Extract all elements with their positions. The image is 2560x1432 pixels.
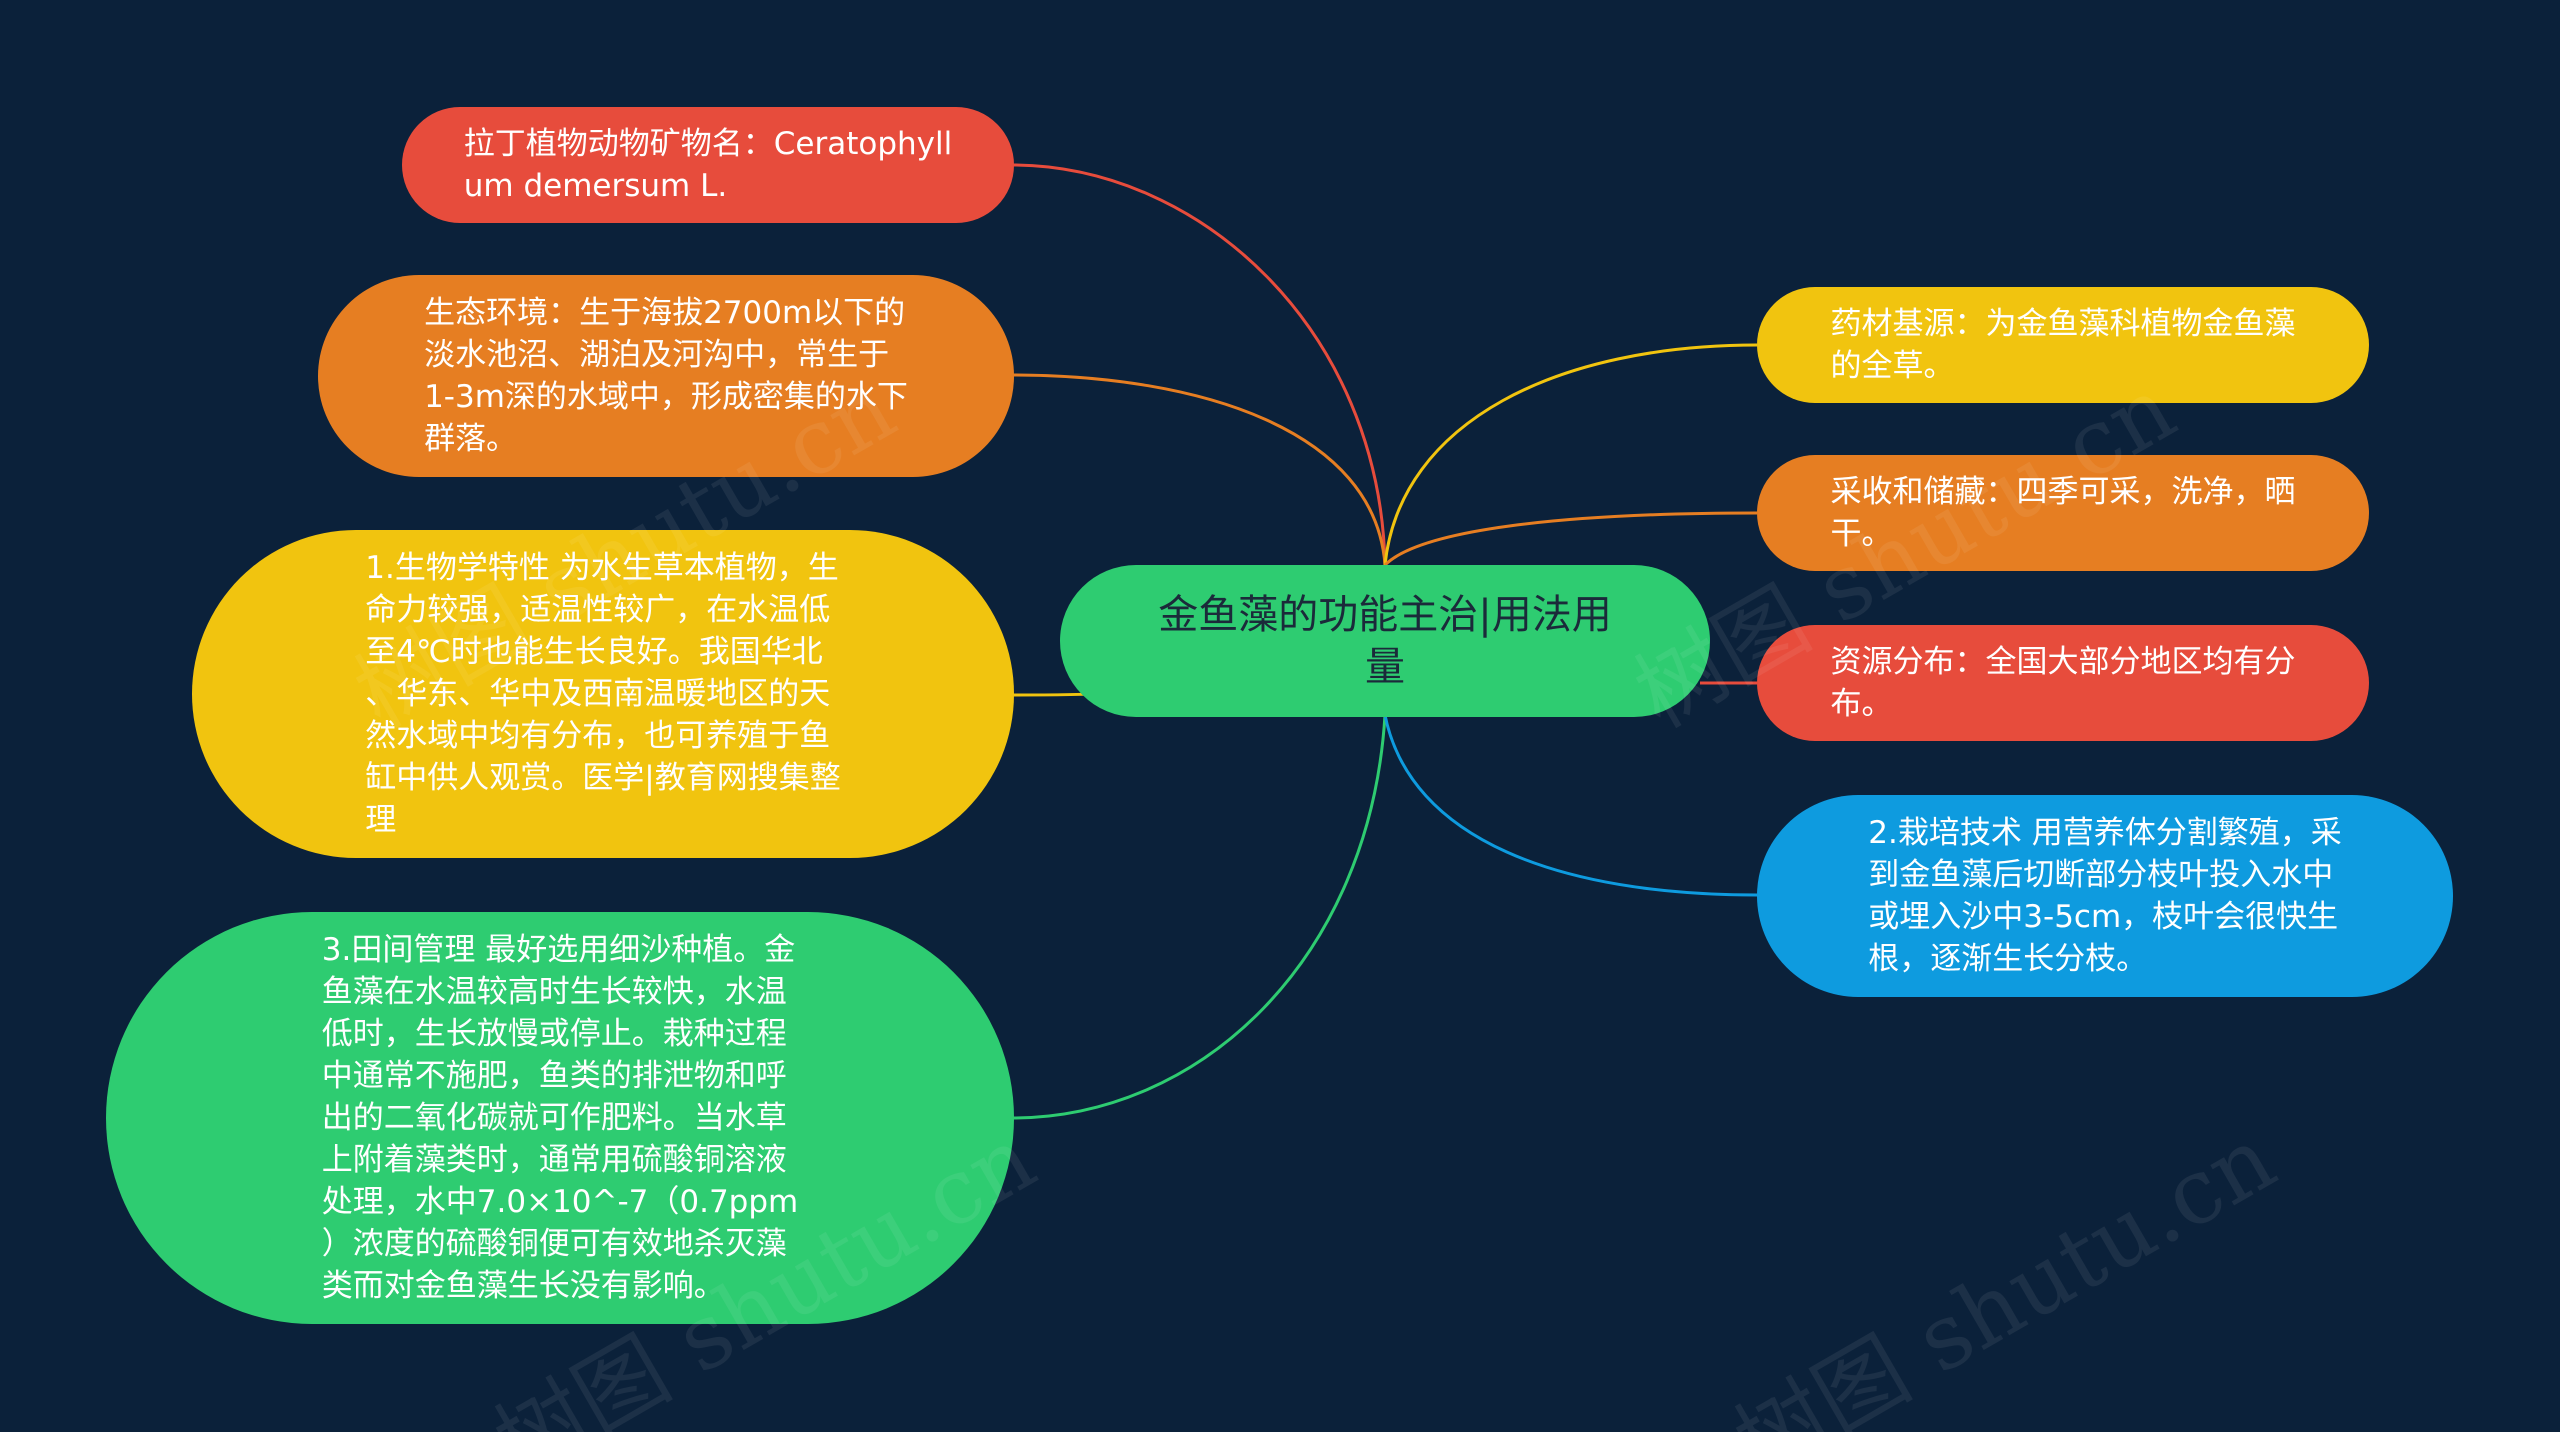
node-cultivation[interactable]: 2.栽培技术 用营养体分割繁殖，采 到金鱼藻后切断部分枝叶投入水中 或埋入沙中3… xyxy=(1757,795,2453,997)
node-distribution-label: 资源分布：全国大部分地区均有分 布。 xyxy=(1830,644,2296,722)
node-harvest[interactable]: 采收和储藏：四季可采，洗净，晒 干。 xyxy=(1757,455,2369,571)
node-biology[interactable]: 1.生物学特性 为水生草本植物，生 命力较强，适温性较广，在水温低 至4℃时也能… xyxy=(192,530,1014,858)
link-cultivation xyxy=(1383,714,1758,897)
link-habitat xyxy=(1011,373,1387,566)
link-field-management xyxy=(1011,714,1387,1120)
node-latin-name-label: 拉丁植物动物矿物名：Ceratophyll um demersum L. xyxy=(463,126,953,204)
center-topic[interactable]: 金鱼藻的功能主治|用法用 量 xyxy=(1060,565,1710,717)
link-harvest xyxy=(1383,511,1758,567)
node-cultivation-label: 2.栽培技术 用营养体分割繁殖，采 到金鱼藻后切断部分枝叶投入水中 或埋入沙中3… xyxy=(1868,815,2342,977)
node-field-management-label: 3.田间管理 最好选用细沙种植。金 鱼藻在水温较高时生长较快，水温 低时，生长放… xyxy=(321,932,799,1304)
node-harvest-label: 采收和储藏：四季可采，洗净，晒 干。 xyxy=(1830,474,2296,552)
link-source xyxy=(1383,343,1758,566)
node-distribution[interactable]: 资源分布：全国大部分地区均有分 布。 xyxy=(1757,625,2369,741)
node-field-management[interactable]: 3.田间管理 最好选用细沙种植。金 鱼藻在水温较高时生长较快，水温 低时，生长放… xyxy=(106,912,1014,1324)
node-latin-name[interactable]: 拉丁植物动物矿物名：Ceratophyll um demersum L. xyxy=(402,107,1014,223)
node-source[interactable]: 药材基源：为金鱼藻科植物金鱼藻 的全草。 xyxy=(1757,287,2369,403)
node-biology-label: 1.生物学特性 为水生草本植物，生 命力较强，适温性较广，在水温低 至4℃时也能… xyxy=(365,550,841,838)
node-habitat[interactable]: 生态环境：生于海拔2700m以下的 淡水池沼、湖泊及河沟中，常生于 1-3m深的… xyxy=(318,275,1014,477)
center-topic-label: 金鱼藻的功能主治|用法用 量 xyxy=(1158,592,1612,690)
link-latin-name xyxy=(1011,163,1387,566)
node-source-label: 药材基源：为金鱼藻科植物金鱼藻 的全草。 xyxy=(1830,306,2296,384)
node-habitat-label: 生态环境：生于海拔2700m以下的 淡水池沼、湖泊及河沟中，常生于 1-3m深的… xyxy=(424,295,908,457)
